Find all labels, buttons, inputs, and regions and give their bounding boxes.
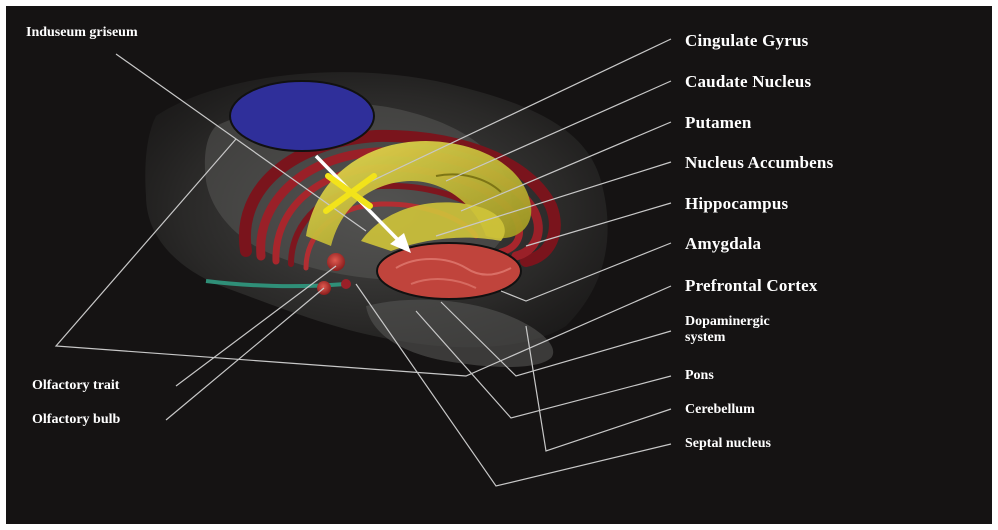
brain-illustration — [6, 6, 992, 524]
label-cerebellum: Cerebellum — [685, 402, 755, 418]
label-induseum-griseum: Induseum griseum — [26, 25, 146, 41]
label-hippocampus: Hippocampus — [685, 194, 788, 214]
label-septal-nucleus: Septal nucleus — [685, 436, 771, 452]
label-putamen: Putamen — [685, 113, 752, 133]
label-amygdala: Amygdala — [685, 234, 761, 254]
blue-ellipse — [230, 81, 374, 151]
label-olfactory-bulb: Olfactory bulb — [32, 412, 120, 428]
label-olfactory-trait: Olfactory trait — [32, 378, 119, 394]
label-cingulate-gyrus: Cingulate Gyrus — [685, 31, 808, 51]
label-nucleus-accumbens: Nucleus Accumbens — [685, 153, 833, 173]
label-dopaminergic-system: Dopaminergic system — [685, 314, 805, 346]
label-caudate-nucleus: Caudate Nucleus — [685, 72, 811, 92]
red-ellipse — [377, 243, 521, 299]
diagram-canvas: Induseum griseum Cingulate Gyrus Caudate… — [6, 6, 992, 524]
label-pons: Pons — [685, 368, 714, 384]
label-prefrontal-cortex: Prefrontal Cortex — [685, 276, 818, 296]
